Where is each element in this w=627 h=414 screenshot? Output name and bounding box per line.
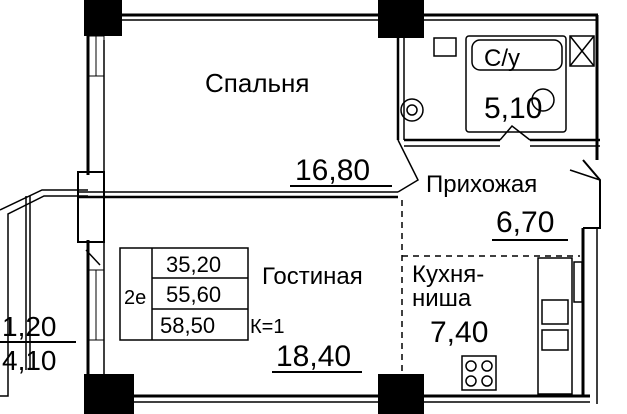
columns: [84, 0, 424, 414]
bathroom-fixtures: [400, 35, 595, 133]
kitchen-sink-icon: [541, 299, 569, 325]
kitchen-name-line1: Кухня-: [412, 261, 484, 288]
bedroom-area: 16,80: [295, 154, 370, 187]
interior-walls: [78, 20, 601, 395]
coefficient: К=1: [250, 316, 284, 338]
hallway-name: Прихожая: [426, 171, 537, 198]
kitchen-area: 7,40: [430, 316, 488, 349]
rooms-code: 2е: [124, 287, 146, 309]
kitchen-fixtures: [461, 261, 583, 391]
living-area: 18,40: [276, 340, 351, 373]
living-name: Гостиная: [262, 263, 363, 290]
total-with-balcony: 58,50: [160, 313, 215, 338]
bathroom-area: 5,10: [484, 92, 542, 125]
toilet-icon: [400, 98, 424, 122]
windows: [87, 35, 105, 341]
balcony-area-reduced: 1,20: [2, 311, 57, 342]
summary-table: [119, 247, 249, 341]
bedroom-name: Спальня: [205, 68, 309, 98]
kitchen-name-line2: ниша: [412, 285, 472, 312]
balcony-area-full: 4,10: [2, 345, 57, 376]
total-area: 55,60: [166, 282, 221, 307]
sink-icon: [433, 37, 457, 57]
living-area-total: 35,20: [166, 252, 221, 277]
bathroom-name: С/у: [484, 45, 520, 72]
hallway-area: 6,70: [496, 206, 554, 239]
bathtub-icon: [465, 35, 567, 133]
stove-icon: [461, 355, 497, 391]
zone-dividers: [401, 200, 580, 396]
